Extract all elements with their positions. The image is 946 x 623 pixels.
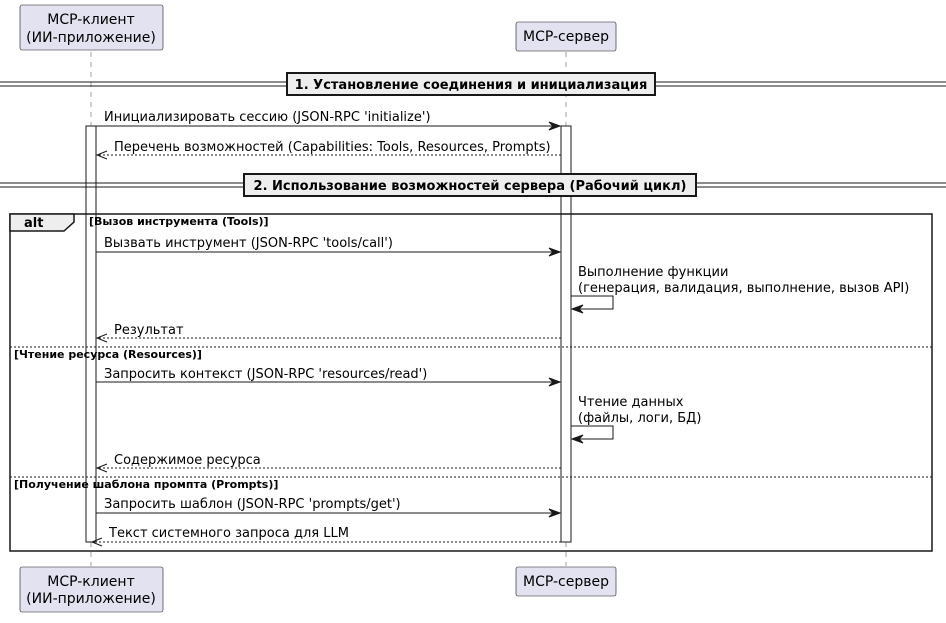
divider-1-title: 1. Установление соединения и инициализац… [295, 78, 648, 93]
alt-frame: alt [Вызов инструмента (Tools)] [Чтение … [9, 213, 933, 552]
message-capabilities: Перечень возможностей (Capabilities: Too… [95, 140, 561, 160]
message-execute-function-label-1: Выполнение функции [578, 265, 728, 280]
message-result-label: Результат [114, 323, 184, 338]
participant-client-name-bottom: MCP-клиент [47, 574, 134, 590]
message-read-data-label-1: Чтение данных [578, 395, 684, 410]
divider-2-title: 2. Использование возможностей сервера (Р… [254, 179, 687, 194]
message-read-data-label-2: (файлы, логи, БД) [578, 411, 701, 426]
participant-server-top[interactable]: MCP-сервер [515, 21, 617, 52]
message-initialize-label: Инициализировать сессию (JSON-RPC 'initi… [104, 110, 431, 125]
message-result: Результат [95, 323, 561, 343]
message-system-prompt: Текст системного запроса для LLM [90, 526, 561, 547]
message-execute-function: Выполнение функции (генерация, валидация… [570, 265, 909, 314]
message-prompts-get: Запросить шаблон (JSON-RPC 'prompts/get'… [96, 497, 562, 518]
alt-keyword: alt [24, 216, 43, 231]
alt-guard-tools: [Вызов инструмента (Tools)] [89, 215, 269, 228]
participant-server-bottom[interactable]: MCP-сервер [515, 566, 617, 597]
participant-client-top[interactable]: MCP-клиент (ИИ-приложение) [19, 4, 164, 51]
participant-client-bottom[interactable]: MCP-клиент (ИИ-приложение) [19, 566, 164, 613]
participant-server-name-bottom: MCP-сервер [523, 574, 609, 590]
message-execute-function-label-2: (генерация, валидация, выполнение, вызов… [578, 281, 909, 296]
message-resource-content: Содержимое ресурса [95, 453, 561, 473]
divider-1: 1. Установление соединения и инициализац… [0, 72, 946, 96]
alt-guard-prompts: [Получение шаблона промпта (Prompts)] [14, 478, 278, 491]
message-resources-read-label: Запросить контекст (JSON-RPC 'resources/… [104, 367, 427, 382]
message-resources-read: Запросить контекст (JSON-RPC 'resources/… [96, 367, 562, 387]
message-tools-call: Вызвать инструмент (JSON-RPC 'tools/call… [96, 236, 562, 257]
message-tools-call-label: Вызвать инструмент (JSON-RPC 'tools/call… [104, 236, 393, 251]
message-resource-content-label: Содержимое ресурса [114, 453, 261, 468]
message-system-prompt-label: Текст системного запроса для LLM [108, 526, 349, 541]
participant-client-subtitle: (ИИ-приложение) [26, 30, 156, 46]
message-read-data: Чтение данных (файлы, логи, БД) [570, 395, 701, 444]
alt-guard-resources: [Чтение ресурса (Resources)] [14, 348, 202, 361]
participant-server-name: MCP-сервер [523, 29, 609, 45]
message-initialize: Инициализировать сессию (JSON-RPC 'initi… [96, 110, 562, 131]
message-prompts-get-label: Запросить шаблон (JSON-RPC 'prompts/get'… [104, 497, 401, 512]
server-activation [560, 125, 572, 543]
participant-client-name: MCP-клиент [47, 12, 134, 28]
participant-client-subtitle-bottom: (ИИ-приложение) [26, 591, 156, 607]
divider-2: 2. Использование возможностей сервера (Р… [0, 173, 946, 197]
message-capabilities-label: Перечень возможностей (Capabilities: Too… [114, 140, 551, 155]
